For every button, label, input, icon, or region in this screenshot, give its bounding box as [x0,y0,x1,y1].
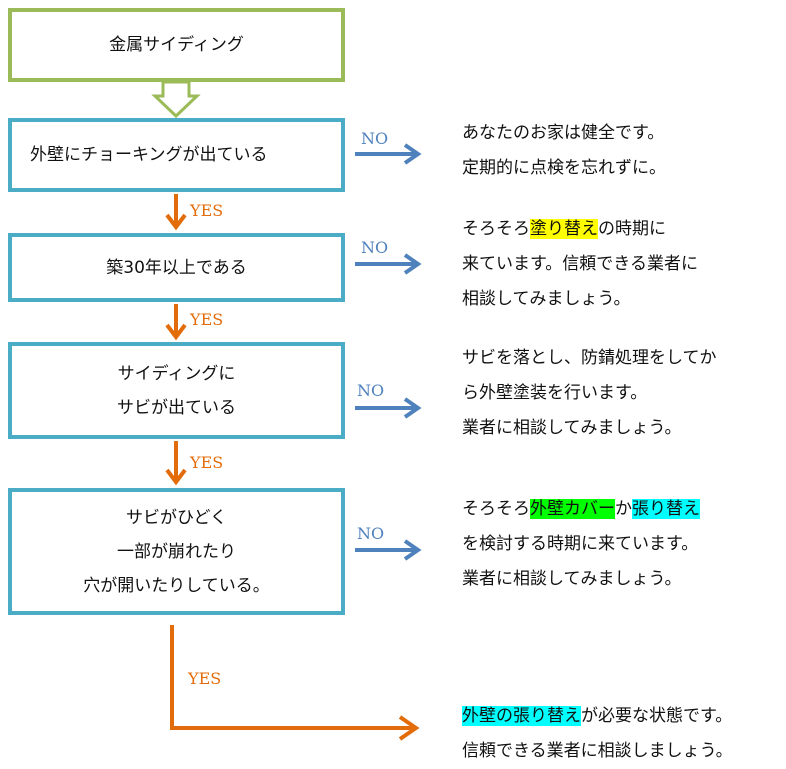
result-text: そろそろ [462,499,530,519]
yes-label: YES [188,669,222,688]
result-healthy: あなたのお家は健全です。定期的に点検を忘れずに。 [462,116,666,186]
question-box-rust: サイディングに サビが出ている [8,342,345,439]
result-line: 業者に相談してみましょう。 [462,411,717,446]
result-text: 業者に相談してみましょう。 [462,418,682,438]
result-text: の時期に [598,219,666,239]
result-cover-or-replace: そろそろ外壁カバーか張り替えを検討する時期に来ています。業者に相談してみましょう… [462,492,700,597]
result-line: そろそろ外壁カバーか張り替え [462,492,700,527]
result-text: か [615,499,632,519]
start-box: 金属サイディング [8,8,345,82]
question-line: 一部が崩れたり [117,541,236,562]
result-text: 業者に相談してみましょう。 [462,569,682,589]
result-line: を検討する時期に来ています。 [462,527,700,562]
no-arrow-icon [355,539,422,561]
result-repaint: そろそろ塗り替えの時期に来ています。信頼できる業者に相談してみましょう。 [462,212,698,317]
result-replace: 外壁の張り替えが必要な状態です。信頼できる業者に相談しましょう。 [462,699,733,769]
no-label: NO [357,381,385,400]
result-line: 信頼できる業者に相談しましょう。 [462,734,733,769]
result-line: ら外壁塗装を行います。 [462,376,717,411]
highlighted-term: 外壁の張り替え [462,706,581,726]
result-line: あなたのお家は健全です。 [462,116,666,151]
result-line: そろそろ塗り替えの時期に [462,212,698,247]
no-label: NO [357,524,385,543]
result-line: 外壁の張り替えが必要な状態です。 [462,699,733,734]
start-down-arrow-icon [151,80,201,119]
highlighted-term: 外壁カバー [530,499,615,519]
question-box-severe-rust: サビがひどく 一部が崩れたり 穴が開いたりしている。 [8,488,345,615]
yes-arrow-icon [165,304,187,341]
question-line: 外壁にチョーキングが出ている [30,145,268,165]
result-line: 来ています。信頼できる業者に [462,247,698,282]
no-arrow-icon [355,397,422,419]
result-text: 来ています。信頼できる業者に [462,254,698,274]
start-label: 金属サイディング [109,35,244,55]
result-text: を検討する時期に来ています。 [462,534,699,554]
yes-label: YES [190,310,224,329]
result-line: 定期的に点検を忘れずに。 [462,151,666,186]
highlighted-term: 張り替え [632,499,700,519]
question-line: サビが出ている [117,397,236,418]
result-text: そろそろ [462,219,530,239]
yes-elbow-arrow-icon [170,625,420,741]
yes-label: YES [190,201,224,220]
question-line: 築30年以上である [106,257,247,278]
question-line: サビがひどく [126,507,227,528]
yes-arrow-icon [165,441,187,486]
yes-arrow-icon [165,194,187,231]
result-line: サビを落とし、防錆処理をしてか [462,341,717,376]
question-box-chalking: 外壁にチョーキングが出ている [8,118,345,192]
no-arrow-icon [355,143,422,165]
result-text: が必要な状態です。 [581,706,733,726]
no-label: NO [361,129,389,148]
result-text: 定期的に点検を忘れずに。 [462,158,666,178]
no-label: NO [361,238,389,257]
result-line: 相談してみましょう。 [462,282,698,317]
result-text: サビを落とし、防錆処理をしてか [462,348,717,368]
question-line: サイディングに [117,363,236,384]
yes-label: YES [190,453,224,472]
question-line: 穴が開いたりしている。 [83,575,270,596]
result-text: 信頼できる業者に相談しましょう。 [462,741,733,761]
question-box-age: 築30年以上である [8,233,345,302]
result-line: 業者に相談してみましょう。 [462,562,700,597]
result-text: 相談してみましょう。 [462,289,631,309]
no-arrow-icon [355,253,422,275]
result-text: あなたのお家は健全です。 [462,123,665,143]
result-rust-treatment: サビを落とし、防錆処理をしてから外壁塗装を行います。業者に相談してみましょう。 [462,341,717,446]
result-text: ら外壁塗装を行います。 [462,383,648,403]
highlighted-term: 塗り替え [530,219,598,239]
